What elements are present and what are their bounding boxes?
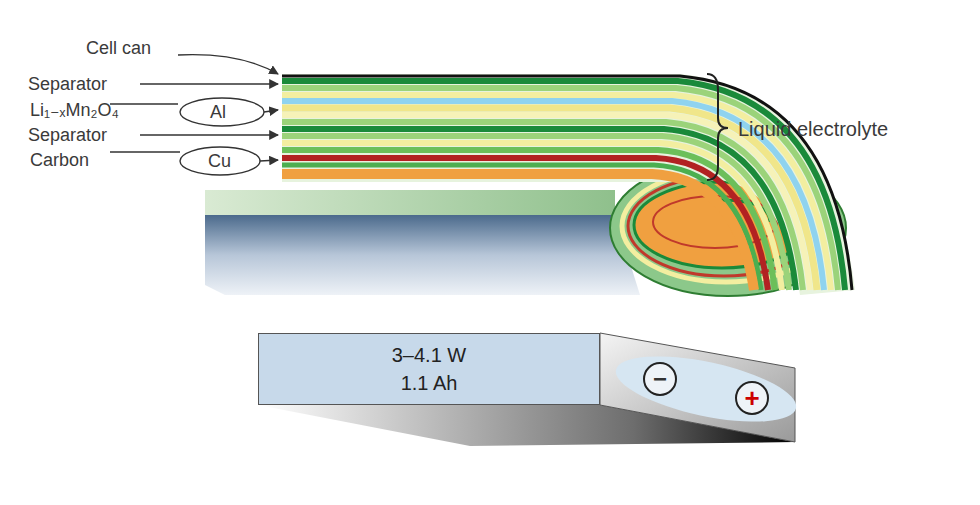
- part-label: Separator: [28, 125, 107, 145]
- part-label: Liquid electrolyte: [738, 118, 888, 140]
- part-label: Cu: [208, 151, 231, 171]
- electrode-layers: [282, 76, 852, 290]
- terminal-sign: +: [744, 385, 759, 411]
- part-label: Separator: [28, 74, 107, 94]
- slab-top: [205, 190, 615, 215]
- rating-text: 3–4.1 W: [392, 345, 466, 365]
- slab-front: [205, 215, 640, 295]
- part-label: Cell can: [86, 38, 151, 58]
- part-label: Carbon: [30, 150, 89, 170]
- bracket: [707, 74, 728, 180]
- rating-text: 1.1 Ah: [401, 373, 458, 393]
- terminal-plate: [610, 343, 801, 434]
- part-label: Li₁₋ₓMn₂O₄: [30, 100, 119, 120]
- part-label: Al: [210, 102, 226, 122]
- battery-front: 3–4.1 W 1.1 Ah: [258, 333, 600, 405]
- leader-lines: [110, 55, 278, 175]
- layer-ground: [282, 74, 855, 295]
- plus-terminal: +: [735, 381, 769, 415]
- minus-terminal: −: [643, 362, 677, 396]
- terminal-sign: −: [653, 367, 667, 391]
